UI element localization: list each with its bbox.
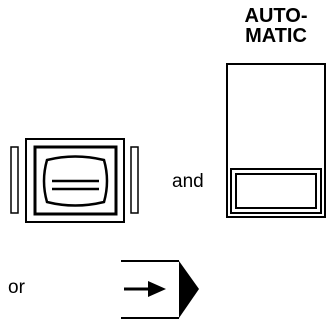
automatic-label-line2: MATIC [245,25,307,47]
automatic-label: AUTO- MATIC [225,6,327,46]
connector-or: or [8,277,25,298]
arrow-right-icon [121,260,199,319]
tv-screen-button-icon[interactable] [10,138,139,223]
arrow-bracket-head [179,261,199,318]
automatic-label-line1: AUTO- [244,5,308,27]
automatic-switch-icon[interactable] [226,63,326,218]
switch-slot-inner [235,173,317,209]
right-side-bar [130,146,139,214]
arrow-head [148,281,166,297]
connector-and: and [172,171,204,192]
left-side-bar [10,146,19,214]
